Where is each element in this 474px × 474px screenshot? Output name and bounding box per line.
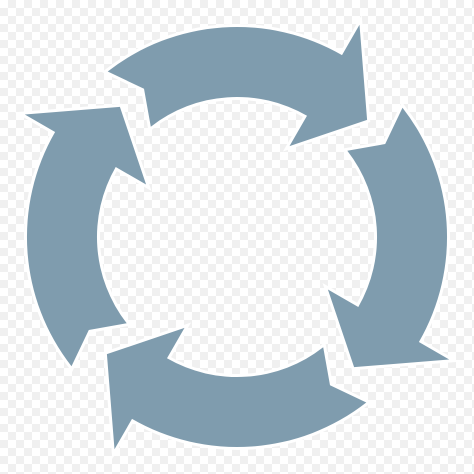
left-arrow: [14, 103, 152, 372]
right-arrow: [322, 102, 460, 371]
top-arrow: [102, 14, 371, 152]
bottom-arrow: [103, 322, 372, 460]
